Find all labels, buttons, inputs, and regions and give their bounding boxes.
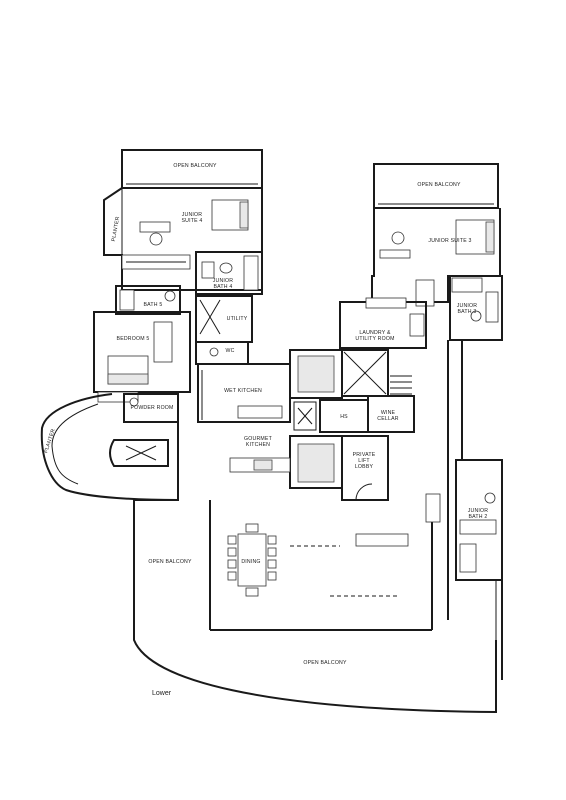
label-hs: HS — [340, 414, 348, 420]
label-private-lift-lobby: PRIVATE LIFT LOBBY — [352, 452, 376, 470]
label-junior-suite-3: JUNIOR SUITE 3 — [428, 238, 472, 244]
label-gourmet-kitchen: GOURMET KITCHEN — [244, 436, 272, 448]
label-open-balcony-bottom: OPEN BALCONY — [303, 660, 347, 666]
planter-curve — [40, 393, 179, 501]
outer-wall-south — [133, 420, 497, 714]
label-wet-kitchen: WET KITCHEN — [224, 388, 262, 394]
label-bedroom-5: BEDROOM 5 — [116, 336, 150, 342]
label-junior-suite-4: JUNIOR SUITE 4 — [181, 212, 203, 224]
label-powder-room: POWDER ROOM — [130, 405, 174, 411]
floor-caption: Lower — [152, 690, 172, 697]
junior-bath-4-walls — [195, 251, 263, 295]
label-open-balcony-top-right: OPEN BALCONY — [417, 182, 461, 188]
open-balcony-top-left-outline — [121, 149, 263, 189]
label-utility: UTILITY — [226, 316, 248, 322]
label-junior-bath-4: JUNIOR BATH 4 — [212, 278, 234, 290]
label-junior-bath-3: JUNIOR BATH 3 — [456, 303, 478, 315]
open-balcony-top-right-outline — [373, 163, 499, 209]
bath-5-walls — [115, 285, 181, 315]
label-wine-cellar: WINE CELLAR — [377, 410, 399, 422]
label-open-balcony-left: OPEN BALCONY — [148, 559, 192, 565]
bedroom-5-walls — [93, 311, 191, 393]
private-lift-lobby-walls — [341, 435, 389, 501]
label-wc: WC — [225, 348, 235, 354]
label-open-balcony-top-left: OPEN BALCONY — [173, 163, 217, 169]
label-laundry: LAUNDRY & UTILITY ROOM — [355, 330, 395, 342]
label-bath-5: BATH 5 — [143, 302, 163, 308]
label-dining: DINING — [241, 559, 261, 565]
label-junior-bath-2: JUNIOR BATH 2 — [467, 508, 489, 520]
junior-bath-3-walls — [449, 275, 503, 341]
wine-cellar-walls — [367, 395, 415, 433]
planter-bench — [109, 439, 169, 467]
powder-room-walls — [123, 393, 179, 423]
